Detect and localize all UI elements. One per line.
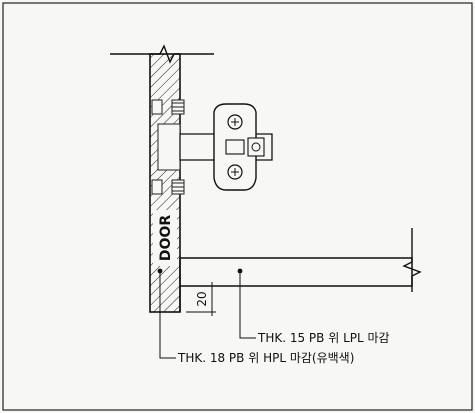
door-screw-left-lower [151,179,163,195]
hinge-adjust-cam [247,137,265,157]
door-label: DOOR [158,215,174,261]
hinge-cup-recess [157,123,181,171]
door-label-bg [153,210,177,266]
shelf-callout: THK. 15 PB 위 LPL 마감 [257,331,390,345]
door-leader-line [159,271,176,359]
right-break-line [402,228,422,292]
dimension-value: 20 [195,291,209,306]
door-callout: THK. 18 PB 위 HPL 마감(유백색) [177,351,354,365]
door-screw-lower [171,179,185,195]
hinge-adjust-slot [225,139,245,155]
shelf-leader-line [239,271,256,339]
side-panel [180,257,413,287]
door-screw-upper [171,99,185,115]
door-screw-left-upper [151,99,163,115]
